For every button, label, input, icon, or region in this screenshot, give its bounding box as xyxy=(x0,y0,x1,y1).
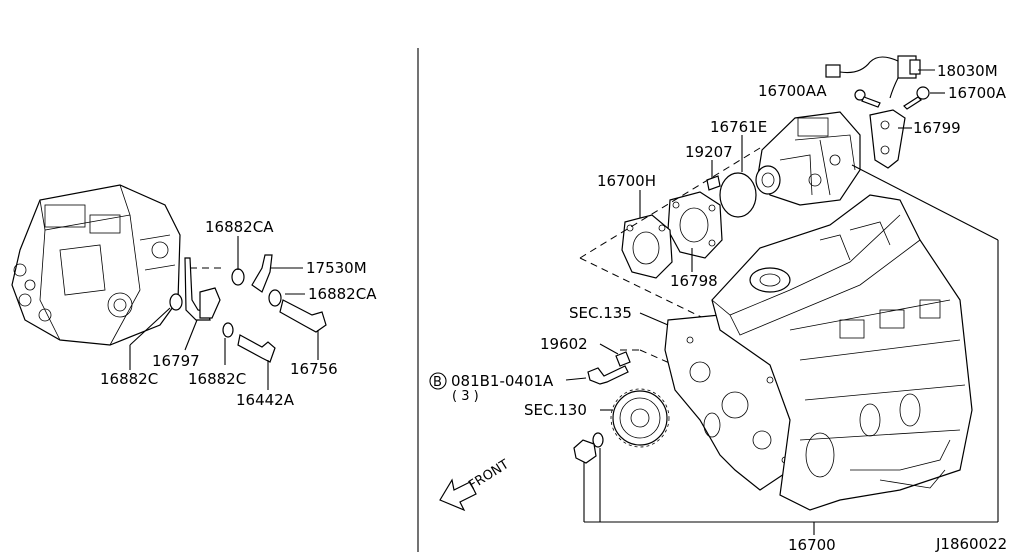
label-16798: 16798 xyxy=(670,272,718,290)
label-16882CA-right: 16882CA xyxy=(308,285,377,303)
label-16700: 16700 xyxy=(788,536,836,554)
washer xyxy=(592,432,604,448)
label-19207: 19207 xyxy=(685,143,733,161)
injection-pump-left xyxy=(11,184,181,346)
bracket-16799 xyxy=(869,109,906,169)
pipe-17530M xyxy=(251,254,273,293)
label-16797: 16797 xyxy=(152,352,200,370)
label-16761E: 16761E xyxy=(710,118,767,136)
circled-b-icon xyxy=(429,372,447,390)
label-bolt-b: B xyxy=(433,375,442,390)
label-16882C-mid: 16882C xyxy=(188,370,246,388)
injection-pump-right xyxy=(755,111,861,206)
bolt-16442A xyxy=(237,334,276,363)
label-16882CA-top: 16882CA xyxy=(205,218,274,236)
label-19602: 19602 xyxy=(540,335,588,353)
label-17530M: 17530M xyxy=(306,259,367,277)
label-16700A: 16700A xyxy=(948,84,1007,102)
label-sec135: SEC.135 xyxy=(569,304,632,322)
label-16700H: 16700H xyxy=(597,172,656,190)
label-16756: 16756 xyxy=(290,360,338,378)
timing-sprocket-sec130 xyxy=(610,388,670,448)
label-081B1-0401A: 081B1-0401A xyxy=(451,372,554,390)
diagram-id: J1860022 xyxy=(935,535,1007,553)
label-16700AA: 16700AA xyxy=(758,82,827,100)
label-bolt-qty: ( 3 ) xyxy=(452,389,479,404)
front-arrow-icon xyxy=(439,478,477,512)
label-16882C-left: 16882C xyxy=(100,370,158,388)
gasket-16761E xyxy=(719,172,757,218)
label-18030M: 18030M xyxy=(937,62,998,80)
label-16799: 16799 xyxy=(913,119,961,137)
nut xyxy=(573,439,597,464)
bolt-16756 xyxy=(279,299,327,333)
label-16442A: 16442A xyxy=(236,391,295,409)
label-sec130: SEC.130 xyxy=(524,401,587,419)
sensor-harness-18030M xyxy=(825,55,921,99)
label-front: FRONT xyxy=(466,457,512,493)
gasket-16700H xyxy=(621,214,673,279)
engine-block xyxy=(711,194,973,511)
